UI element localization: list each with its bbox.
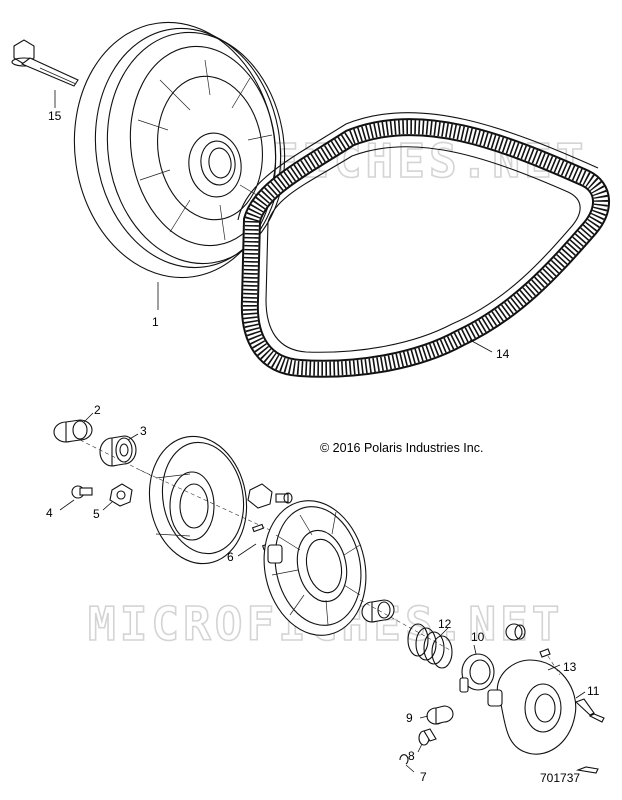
slider-block-part-5[interactable] <box>102 483 133 511</box>
washer-part-8[interactable] <box>417 728 437 753</box>
spring-part-12[interactable] <box>407 623 453 669</box>
callout-1: 1 <box>152 315 159 329</box>
callout-8: 8 <box>408 749 415 763</box>
small-bushing[interactable] <box>505 623 526 641</box>
moveable-sheave[interactable] <box>139 429 271 572</box>
bearing-housing-part-10[interactable] <box>459 644 495 693</box>
slider-block-right[interactable] <box>247 483 293 509</box>
cover-part-13[interactable] <box>487 659 577 755</box>
roller-part-9[interactable] <box>419 705 454 725</box>
callout-12: 12 <box>438 617 452 631</box>
callout-4: 4 <box>46 506 53 520</box>
callout-3: 3 <box>140 424 147 438</box>
callout-15: 15 <box>48 109 62 123</box>
callout-2: 2 <box>94 403 101 417</box>
callout-7: 7 <box>420 770 427 784</box>
callout-11: 11 <box>587 684 600 698</box>
callout-9: 9 <box>406 711 413 725</box>
callout-13: 13 <box>563 660 577 674</box>
drive-sheave-part-1[interactable] <box>58 9 299 310</box>
screw-part-4[interactable] <box>59 485 93 511</box>
spider-plate[interactable] <box>252 491 378 645</box>
callout-14: 14 <box>496 347 510 361</box>
bushing-part-2[interactable] <box>53 412 94 443</box>
callout-6: 6 <box>227 550 234 564</box>
bushing-sleeve[interactable] <box>359 599 451 651</box>
clip-part-7[interactable] <box>399 754 415 773</box>
callout-5: 5 <box>93 507 100 521</box>
drive-belt-part-14[interactable] <box>237 112 610 378</box>
bearing-part-3[interactable] <box>79 433 161 481</box>
copyright-notice: © 2016 Polaris Industries Inc. <box>320 441 483 455</box>
callout-10: 10 <box>471 630 485 644</box>
diagram-part-number: 701737 <box>540 771 580 785</box>
bolt-part-15[interactable] <box>11 39 79 87</box>
screws-part-11[interactable] <box>539 648 605 774</box>
